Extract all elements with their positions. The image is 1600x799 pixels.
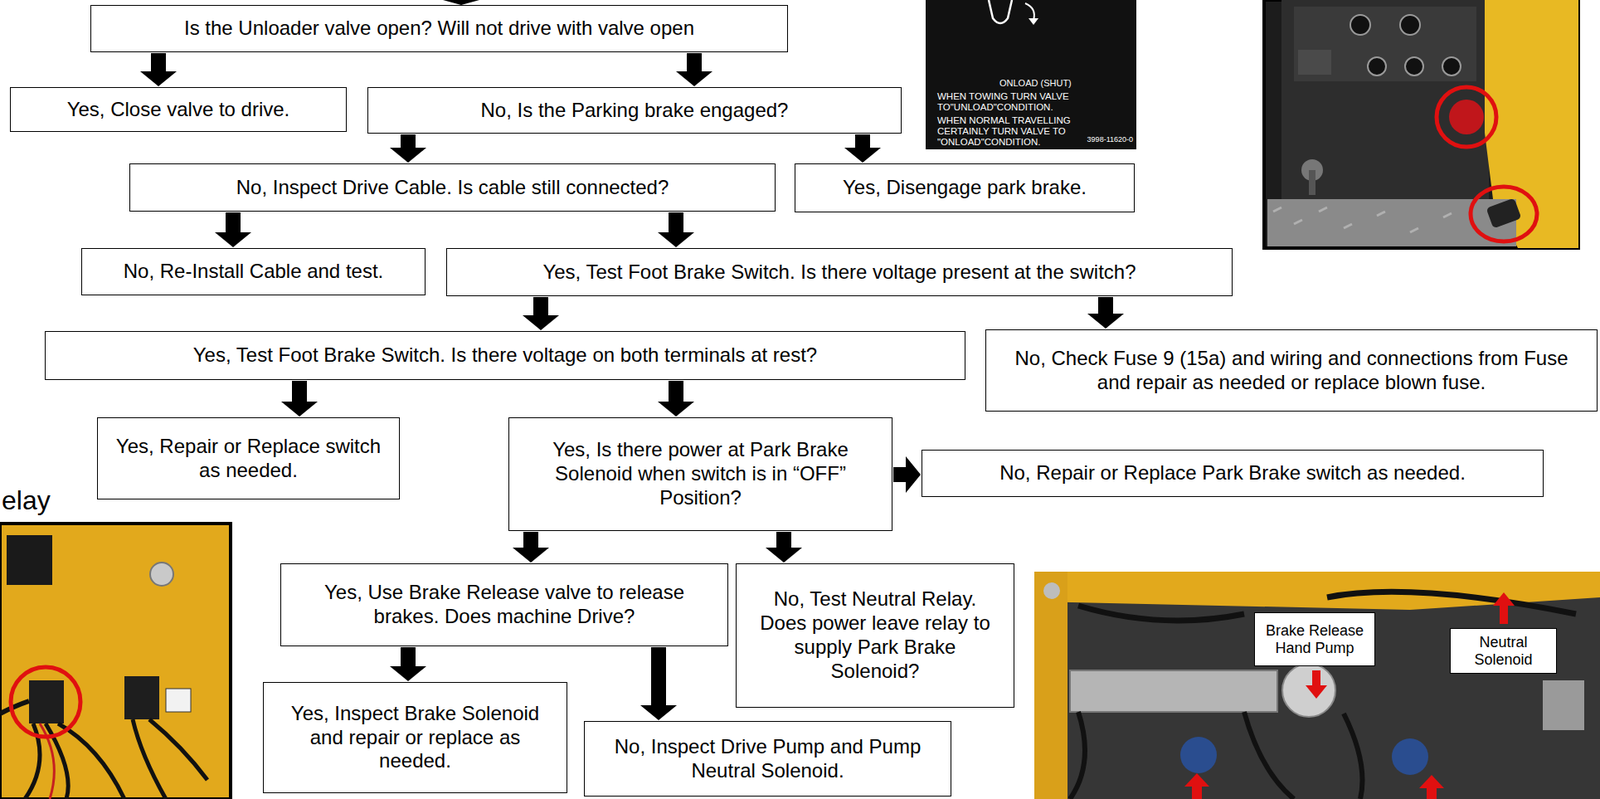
part-number: 3998-11620-0: [1069, 135, 1134, 145]
box-text: Yes, Inspect Brake Solenoid and repair o…: [277, 701, 554, 774]
box-text: No, Re-Install Cable and test.: [123, 259, 385, 284]
action-box: No, Inspect Drive Pump and Pump Neutral …: [583, 720, 952, 797]
block-arrow: [522, 296, 560, 331]
callout-box: Brake Release Hand Pump: [1254, 612, 1376, 667]
sign-text: WHEN NORMAL TRAVELLING CERTAINLY TURN VA…: [937, 115, 1087, 148]
block-arrow: [893, 456, 921, 493]
action-box: No, Repair or Replace Park Brake switch …: [921, 449, 1544, 497]
decision-box: Yes, Test Foot Brake Switch. Is there vo…: [44, 330, 966, 380]
box-text: No, Repair or Replace Park Brake switch …: [999, 461, 1466, 486]
action-box: Yes, Inspect Brake Solenoid and repair o…: [262, 681, 568, 793]
valve-sign: [925, 0, 1137, 150]
block-arrow: [389, 646, 427, 681]
block-arrow: [140, 53, 177, 87]
box-text: Yes, Use Brake Release valve to release …: [294, 580, 715, 629]
block-arrow: [640, 646, 677, 720]
box-text: Yes, Disengage park brake.: [842, 175, 1087, 200]
callout-box: Neutral Solenoid: [1449, 627, 1557, 674]
box-text: Neutral Solenoid: [1455, 633, 1552, 668]
action-box: Yes, Close valve to drive.: [9, 87, 347, 132]
decision-box: No, Inspect Drive Cable. Is cable still …: [129, 163, 776, 212]
block-arrow: [512, 531, 550, 563]
block-arrow: [214, 212, 252, 248]
control-panel-photo: [1264, 0, 1579, 249]
block-arrow: [389, 134, 427, 163]
action-box: No, Check Fuse 9 (15a) and wiring and co…: [985, 329, 1598, 412]
action-box: No, Re-Install Cable and test.: [81, 248, 426, 296]
box-text: Yes, Close valve to drive.: [67, 97, 291, 122]
decision-box: No, Test Neutral Relay. Does power leave…: [735, 563, 1015, 708]
relay-photo: [0, 523, 231, 799]
box-text: Brake Release Hand Pump: [1259, 622, 1370, 657]
block-arrow: [844, 134, 881, 163]
block-arrow: [765, 531, 803, 563]
sign-text: ONLOAD (SHUT): [999, 77, 1108, 89]
decision-box: Yes, Is there power at Park Brake Soleno…: [508, 417, 893, 531]
box-text: Yes, Is there power at Park Brake Soleno…: [522, 437, 879, 510]
block-arrow: [657, 380, 695, 417]
box-text: Is the Unloader valve open? Will not dri…: [184, 16, 695, 41]
decision-box: Yes, Use Brake Release valve to release …: [280, 563, 729, 647]
box-text: No, Test Neutral Relay. Does power leave…: [749, 587, 1001, 683]
block-arrow: [1087, 296, 1124, 329]
box-text: Yes, Test Foot Brake Switch. Is there vo…: [193, 343, 818, 368]
decision-box: Yes, Test Foot Brake Switch. Is there vo…: [446, 248, 1233, 297]
photo-title: elay: [1, 484, 102, 516]
box-text: No, Is the Parking brake engaged?: [481, 98, 789, 123]
box-text: Yes, Test Foot Brake Switch. Is there vo…: [542, 260, 1136, 285]
box-text: Yes, Repair or Replace switch as needed.: [111, 434, 386, 483]
block-arrow: [675, 53, 713, 87]
decision-box: No, Is the Parking brake engaged?: [367, 87, 902, 134]
action-box: Yes, Repair or Replace switch as needed.: [97, 417, 400, 500]
sign-text: WHEN TOWING TURN VALVE TO"UNLOAD"CONDITI…: [937, 91, 1087, 113]
block-arrow: [657, 212, 695, 248]
block-arrow: [281, 380, 318, 417]
box-text: No, Check Fuse 9 (15a) and wiring and co…: [999, 346, 1584, 395]
box-text: No, Inspect Drive Pump and Pump Neutral …: [598, 734, 938, 783]
box-text: No, Inspect Drive Cable. Is cable still …: [236, 175, 670, 200]
decision-box: Is the Unloader valve open? Will not dri…: [90, 4, 788, 53]
action-box: Yes, Disengage park brake.: [794, 163, 1135, 213]
hydraulic-photo: [1034, 571, 1600, 799]
